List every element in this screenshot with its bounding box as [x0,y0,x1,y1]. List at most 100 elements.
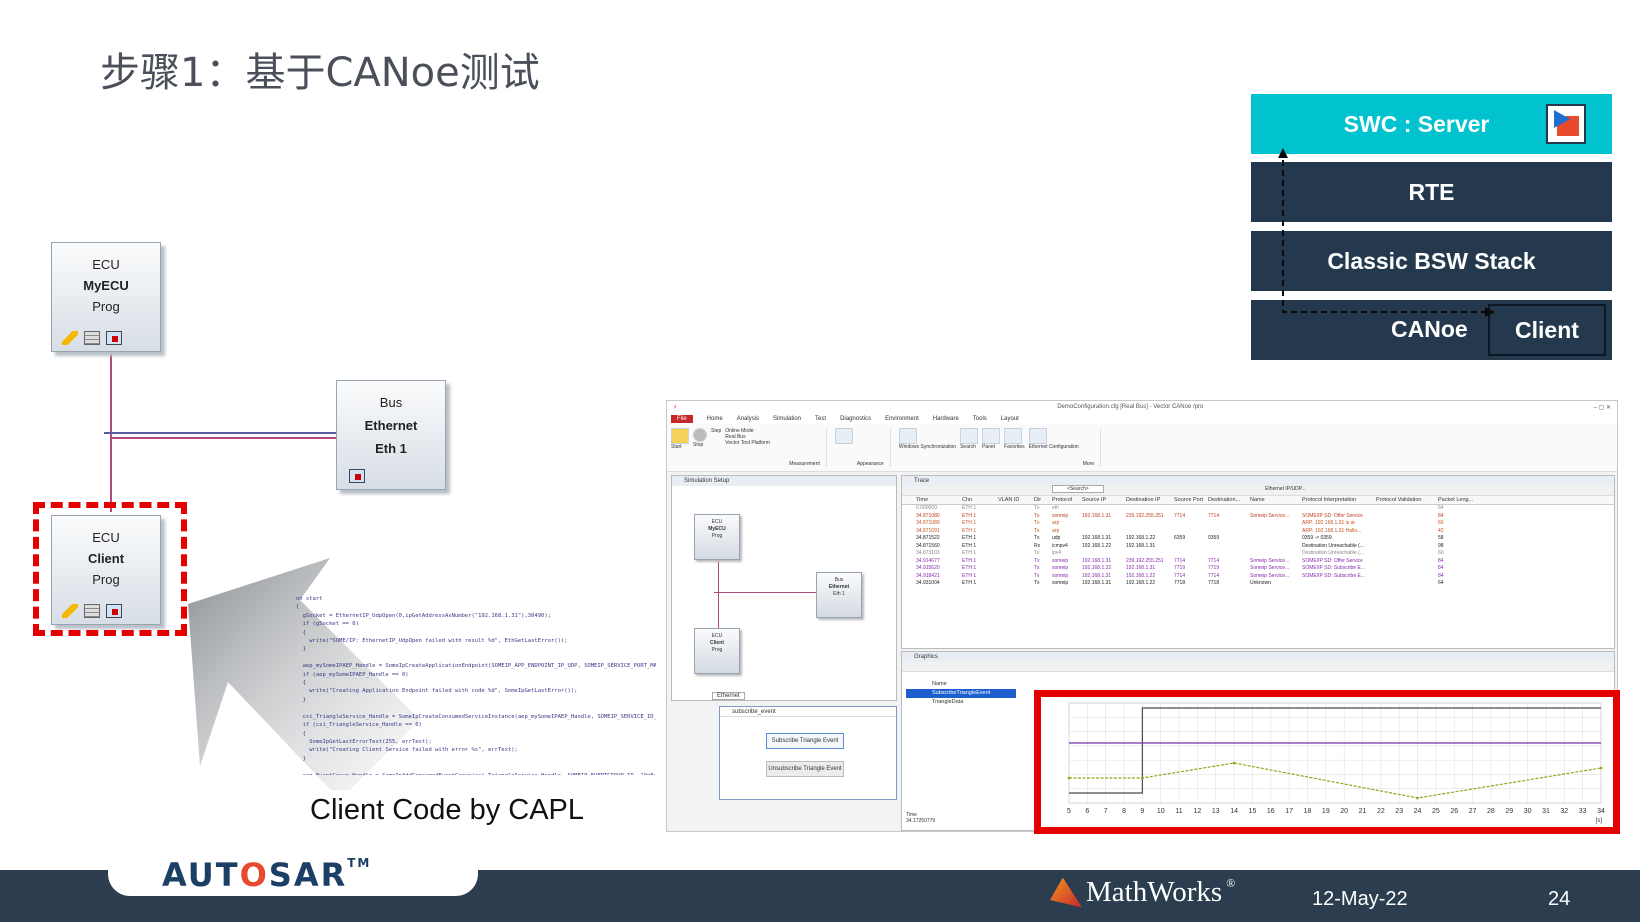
series-triangle-point [1416,796,1419,800]
layout-icon[interactable] [834,428,853,444]
graphics-toolbar [902,662,1614,672]
sync-icon[interactable] [898,428,917,444]
unsubscribe-triangle-button[interactable]: Unsubscribe Triangle Event [766,761,844,777]
table-cell: 42 [1438,527,1444,534]
tab-layout[interactable]: Layout [1000,415,1019,422]
table-cell [998,505,1034,513]
tab-file[interactable]: File [671,414,693,423]
x-tick-label: 8 [1122,808,1126,815]
col-chn[interactable]: Chn [962,497,973,503]
trace-search-field[interactable]: <Search> [1052,485,1104,493]
tab-diagnostics[interactable]: Diagnostics [840,415,872,422]
step-label[interactable]: Step [711,428,722,434]
sim-ecu-name: MyECU [708,526,726,532]
table-cell: ARP: 192.168.1.31 is at [1302,520,1355,526]
table-cell: someip [1052,512,1069,519]
col-dir[interactable]: Dir [1034,497,1042,503]
more-label: More [1082,461,1095,467]
col-protocol[interactable]: Protocol [1052,497,1073,503]
col-validation[interactable]: Protocol Validation [1376,497,1422,503]
tab-environment[interactable]: Environment [885,415,919,422]
table-cell [1208,528,1250,536]
tab-tools[interactable]: Tools [972,415,987,422]
ecu-client-node[interactable]: ECU Client Prog [51,515,161,625]
tab-hardware[interactable]: Hardware [932,415,959,422]
col-time[interactable]: Time [916,497,929,503]
table-cell: Someip Service... [1250,557,1290,564]
ethernet-bus-node[interactable]: Bus Ethernet Eth 1 [336,380,446,490]
table-cell [1208,505,1250,513]
x-tick-label: 18 [1304,808,1312,815]
trace-title: Trace [902,476,1614,486]
x-tick-label: 19 [1322,808,1330,815]
online-mode-button[interactable]: Online Mode [725,428,754,434]
table-cell [1302,580,1376,588]
table-cell: 192.168.1.31 [1082,535,1112,541]
tab-ethernet[interactable]: Ethernet [712,692,745,700]
sim-ecu-prog: Prog [711,647,723,653]
stack-icon [84,604,100,618]
slide-title: 步骤1：基于CANoe测试 [100,50,540,96]
signal-subscribe-triangle[interactable]: SubscribeTriangleEvent [906,689,1016,698]
table-cell [1174,505,1208,513]
window-controls-icon[interactable]: – ▢ ✕ [1593,404,1611,411]
signal-triangle-data[interactable]: TriangleData [932,699,964,705]
mathworks-text: MathWorks [1086,876,1223,908]
ribbon-tabs: File Home Analysis Simulation Test Diagn… [667,413,1617,424]
table-cell: 7719 [1208,565,1220,571]
tab-simulation[interactable]: Simulation [773,415,802,422]
tab-test[interactable]: Test [815,415,827,422]
col-dest-ip[interactable]: Destination IP [1126,497,1161,503]
ecu-myecu-node[interactable]: ECU MyECU Prog [51,242,161,352]
table-cell: 84 [1438,565,1444,571]
ethernet-config-icon[interactable] [1028,428,1047,444]
table-cell: 192.168.1.22 [1082,565,1112,571]
col-dest-port[interactable]: Destination... [1208,497,1241,503]
table-cell: icmpv4 [1052,542,1068,549]
table-cell: ETH 1 [962,520,977,526]
stack-icon [84,331,100,345]
col-length[interactable]: Packet Leng... [1438,497,1474,503]
tool-platform-button[interactable]: Vector Tool Platform [725,440,770,446]
x-tick-label: 7 [1104,808,1108,815]
table-cell [1376,505,1438,513]
col-vlan[interactable]: VLAN ID [998,497,1020,503]
table-cell: Tx [1034,580,1040,586]
table-cell: ETH 1 [962,580,977,586]
tab-home[interactable]: Home [706,415,723,422]
col-source-port[interactable]: Source Port [1174,497,1204,503]
table-cell: Unknown [1250,580,1271,586]
col-source-ip[interactable]: Source IP [1082,497,1107,503]
search-icon[interactable] [960,428,979,444]
table-cell: Tx [1034,550,1040,556]
subscribe-triangle-button[interactable]: Subscribe Triangle Event [766,733,844,749]
start-button[interactable] [671,428,689,444]
table-cell [1376,565,1438,573]
table-cell: Tx [1034,520,1040,526]
col-name[interactable]: Name [1250,497,1265,503]
stop-button[interactable] [693,428,707,442]
panel-icon[interactable] [982,428,1001,444]
table-cell: ipv4 [1052,550,1062,556]
col-interpretation[interactable]: Protocol Interpretation [1302,497,1357,503]
favorites-icon[interactable] [1004,428,1023,444]
trace-filter[interactable]: Ethernet IP/UDP... [1265,486,1306,492]
real-bus-button[interactable]: Real Bus [725,434,746,440]
table-cell: 98 [1438,542,1444,549]
tab-analysis[interactable]: Analysis [736,415,760,422]
